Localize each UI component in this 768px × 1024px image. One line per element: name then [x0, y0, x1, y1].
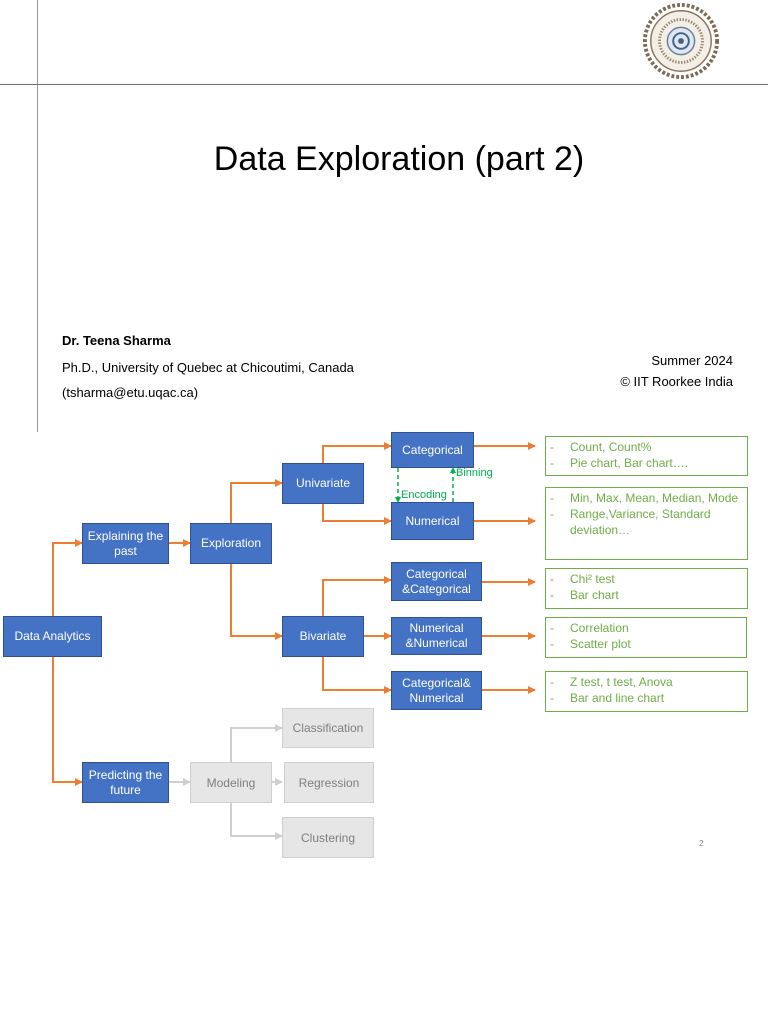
author-affiliation: Ph.D., University of Quebec at Chicoutim… [62, 360, 354, 375]
node-regression: Regression [284, 762, 374, 803]
node-categorical-numerical: Categorical& Numerical [391, 671, 482, 710]
node-data-analytics: Data Analytics [3, 616, 102, 657]
term-label: Summer 2024 [651, 353, 733, 368]
list-item: -Min, Max, Mean, Median, Mode [550, 491, 739, 505]
list-item: -Z test, t test, Anova [550, 675, 673, 689]
node-explaining-the-past: Explaining the past [82, 523, 169, 564]
page-number: 2 [699, 839, 704, 848]
list-item: -Chi² test [550, 572, 615, 586]
list-item: -Bar chart [550, 588, 619, 602]
copyright-label: © IIT Roorkee India [620, 374, 733, 389]
result-categorical: -Count, Count% -Pie chart, Bar chart…. [545, 436, 748, 476]
binning-label: Binning [456, 467, 493, 479]
result-numerical-numerical: -Correlation -Scatter plot [545, 617, 747, 658]
author-name: Dr. Teena Sharma [62, 333, 171, 348]
edge-univariate-numerical [322, 503, 392, 525]
node-predicting-the-future: Predicting the future [82, 762, 169, 803]
node-clustering: Clustering [282, 817, 374, 858]
node-bivariate: Bivariate [282, 616, 364, 657]
term-block: Summer 2024 © IIT Roorkee India [620, 350, 733, 392]
node-exploration: Exploration [190, 523, 272, 564]
bullet: - [550, 675, 554, 689]
result-numerical: -Min, Max, Mean, Median, Mode -Range,Var… [545, 487, 748, 560]
node-classification: Classification [282, 708, 374, 748]
node-categorical-categorical: Categorical &Categorical [391, 562, 482, 601]
bullet: - [550, 491, 554, 505]
result-categorical-categorical: -Chi² test -Bar chart [545, 568, 748, 609]
list-item: -Range,Variance, Standard deviation… [550, 507, 711, 537]
list-item: -Correlation [550, 621, 629, 635]
list-item: -Count, Count% [550, 440, 652, 454]
list-item: -Bar and line chart [550, 691, 665, 705]
node-modeling: Modeling [190, 762, 272, 803]
bullet: - [550, 440, 554, 454]
edge-exploration-univariate [230, 479, 283, 523]
node-categorical: Categorical [391, 432, 474, 468]
edge-modeling-clustering [230, 802, 283, 840]
edge-modeling-classification [230, 724, 283, 762]
bullet: - [550, 572, 554, 586]
list-item: -Pie chart, Bar chart…. [550, 456, 689, 470]
left-rule [37, 0, 38, 432]
encoding-label: Encoding [401, 489, 447, 501]
bullet: - [550, 621, 554, 635]
institute-seal-logo [642, 2, 720, 80]
edge-analytics-explaining [52, 539, 83, 616]
node-univariate: Univariate [282, 463, 364, 504]
author-email: (tsharma@etu.uqac.ca) [62, 385, 199, 400]
edge-bivariate-catcat [322, 576, 392, 616]
slide-title: Data Exploration (part 2) [213, 140, 585, 178]
edge-univariate-categorical [322, 442, 392, 463]
header-rule [0, 84, 768, 85]
bullet: - [550, 507, 554, 521]
edge-exploration-bivariate [230, 563, 283, 640]
bullet: - [550, 456, 554, 470]
node-numerical: Numerical [391, 502, 474, 540]
list-item: -Scatter plot [550, 637, 631, 651]
node-numerical-numerical: Numerical &Numerical [391, 617, 482, 655]
bullet: - [550, 691, 554, 705]
result-categorical-numerical: -Z test, t test, Anova -Bar and line cha… [545, 671, 748, 712]
edge-bivariate-catnum [322, 656, 392, 694]
bullet: - [550, 588, 554, 602]
bullet: - [550, 637, 554, 651]
edge-analytics-predicting [52, 657, 83, 786]
